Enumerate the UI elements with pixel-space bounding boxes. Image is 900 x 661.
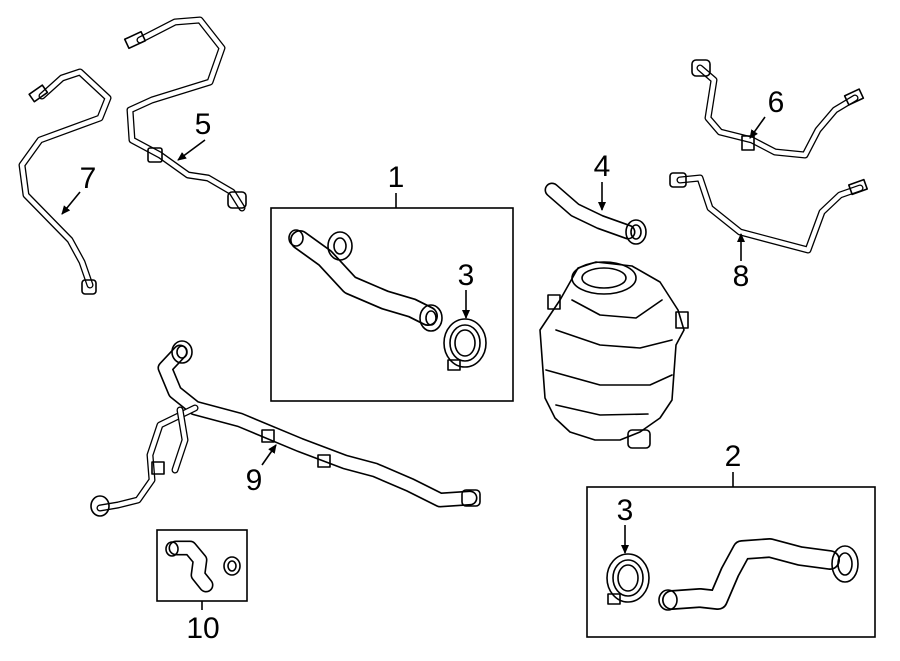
- callout-3a: 3: [458, 259, 475, 292]
- part-7-tube[interactable]: [18, 68, 112, 295]
- callout-10: 10: [186, 612, 219, 645]
- group-box-2: [586, 486, 876, 638]
- callout-3b: 3: [617, 494, 634, 527]
- group-box-1: [270, 207, 514, 402]
- callout-7: 7: [80, 162, 97, 195]
- leader-5: [177, 139, 206, 161]
- callout-4: 4: [594, 150, 611, 183]
- coolant-reservoir[interactable]: [539, 261, 689, 449]
- part-2-hose[interactable]: [658, 538, 859, 611]
- part-5-tube[interactable]: [123, 16, 247, 212]
- callout-2: 2: [725, 440, 742, 473]
- part-8-tube[interactable]: [669, 172, 869, 254]
- part-9-hose-assembly[interactable]: [90, 340, 481, 517]
- part-1-hose[interactable]: [288, 229, 443, 332]
- callout-6: 6: [768, 86, 785, 119]
- part-3-clamp-b[interactable]: [606, 553, 650, 605]
- part-3-clamp-a[interactable]: [443, 318, 487, 371]
- callout-9: 9: [246, 464, 263, 497]
- callout-1: 1: [388, 161, 405, 194]
- leader-7: [61, 191, 81, 215]
- leader-6: [749, 116, 766, 139]
- part-4-hose[interactable]: [544, 182, 647, 245]
- leader-9: [261, 444, 277, 466]
- callout-5: 5: [195, 108, 212, 141]
- part-10-hose-kit[interactable]: [165, 540, 241, 593]
- callout-8: 8: [733, 260, 750, 293]
- part-6-tube[interactable]: [691, 59, 865, 159]
